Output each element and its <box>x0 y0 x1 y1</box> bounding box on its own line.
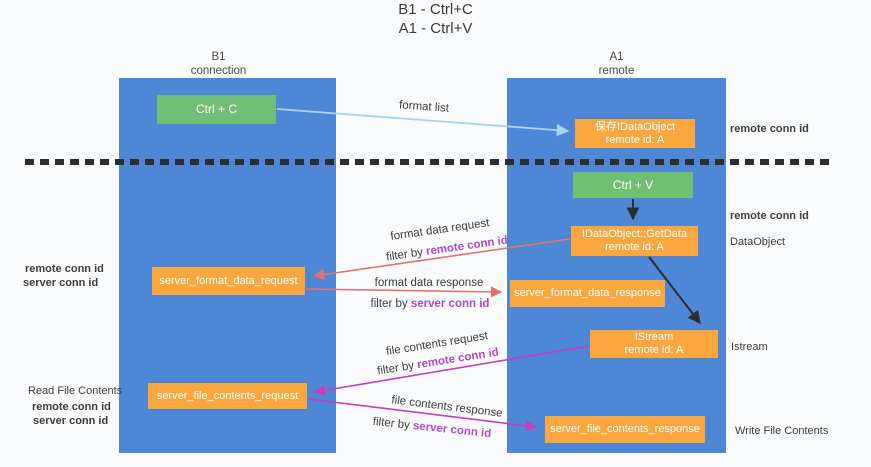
lane-header-a1: A1 remote <box>507 50 726 78</box>
node-server-file-contents-response-label: server_file_contents_response <box>550 423 700 435</box>
edge-label-filter-by-server-conn-id-2: filter by server conn id <box>372 416 492 440</box>
lane-header-a1-subtitle: remote <box>598 65 635 77</box>
filter-by-text: filter by <box>385 246 424 264</box>
filter-by-text: filter by <box>372 415 411 432</box>
node-save-idataobject: 保存IDataObject remote id: A <box>575 119 695 148</box>
lane-header-b1-title: B1 <box>211 51 226 63</box>
node-server-format-data-request-label: server_format_data_request <box>159 274 298 287</box>
filter-by-text: filter by <box>376 359 415 378</box>
side-label-server-conn-id-left: server conn id <box>23 277 99 289</box>
side-label-server-conn-id-bottom-left: server conn id <box>33 415 109 427</box>
side-label-write-file-contents: Write File Contents <box>735 425 829 437</box>
server-conn-id-text: server conn id <box>412 420 492 441</box>
node-idataobject-getdata-line1: IDataObject::GetData <box>581 228 688 240</box>
side-label-remote-conn-id-mid-right: remote conn id <box>730 210 809 222</box>
node-istream: IStream remote id: A <box>590 330 718 358</box>
lane-header-b1-subtitle: connection <box>190 65 247 77</box>
side-label-remote-conn-id-bottom-left: remote conn id <box>32 401 111 413</box>
lane-header-b1: B1 connection <box>110 50 327 78</box>
node-server-file-contents-response: server_file_contents_response <box>545 416 705 443</box>
edge-label-filter-by-server-conn-id-1: filter by server conn id <box>371 298 490 310</box>
node-save-idataobject-line1: 保存IDataObject <box>594 120 676 133</box>
diagram-title-line2: A1 - Ctrl+V <box>398 20 473 37</box>
node-ctrl-v: Ctrl + V <box>573 172 693 198</box>
edge-label-file-contents-response: file contents response <box>390 394 504 420</box>
side-label-read-file-contents: Read File Contents <box>28 385 123 397</box>
node-idataobject-getdata: IDataObject::GetData remote id: A <box>571 226 698 256</box>
diagram-title: B1 - Ctrl+C A1 - Ctrl+V <box>0 0 871 38</box>
edge-label-format-data-response: format data response <box>374 277 484 289</box>
edge-label-format-list: format list <box>398 99 450 115</box>
node-ctrl-c-label: Ctrl + C <box>195 102 237 116</box>
side-label-istream: Istream <box>731 341 768 353</box>
side-label-dataobject: DataObject <box>730 236 786 248</box>
side-label-remote-conn-id-left: remote conn id <box>25 263 104 275</box>
node-idataobject-getdata-line2: remote id: A <box>605 241 664 253</box>
node-ctrl-c: Ctrl + C <box>157 95 276 124</box>
node-ctrl-v-label: Ctrl + V <box>612 177 654 192</box>
filter-by-text: filter by <box>370 298 408 310</box>
node-server-file-contents-request: server_file_contents_request <box>148 383 307 409</box>
server-conn-id-text: server conn id <box>410 298 490 310</box>
node-save-idataobject-line2: remote id: A <box>605 133 665 146</box>
diagram-title-line1: B1 - Ctrl+C <box>398 1 473 18</box>
node-istream-line1: IStream <box>634 331 674 343</box>
dashed-divider-line <box>25 159 833 165</box>
node-istream-line2: remote id: A <box>624 344 684 356</box>
lane-header-a1-title: A1 <box>609 51 624 63</box>
node-server-format-data-request: server_format_data_request <box>152 267 305 295</box>
node-server-format-data-response: server_format_data_response <box>510 280 665 307</box>
node-server-format-data-response-label: server_format_data_response <box>514 287 661 299</box>
remote-conn-id-text: remote conn id <box>425 234 509 258</box>
node-server-file-contents-request-label: server_file_contents_request <box>156 389 299 402</box>
side-label-remote-conn-id-top-right: remote conn id <box>730 123 809 135</box>
